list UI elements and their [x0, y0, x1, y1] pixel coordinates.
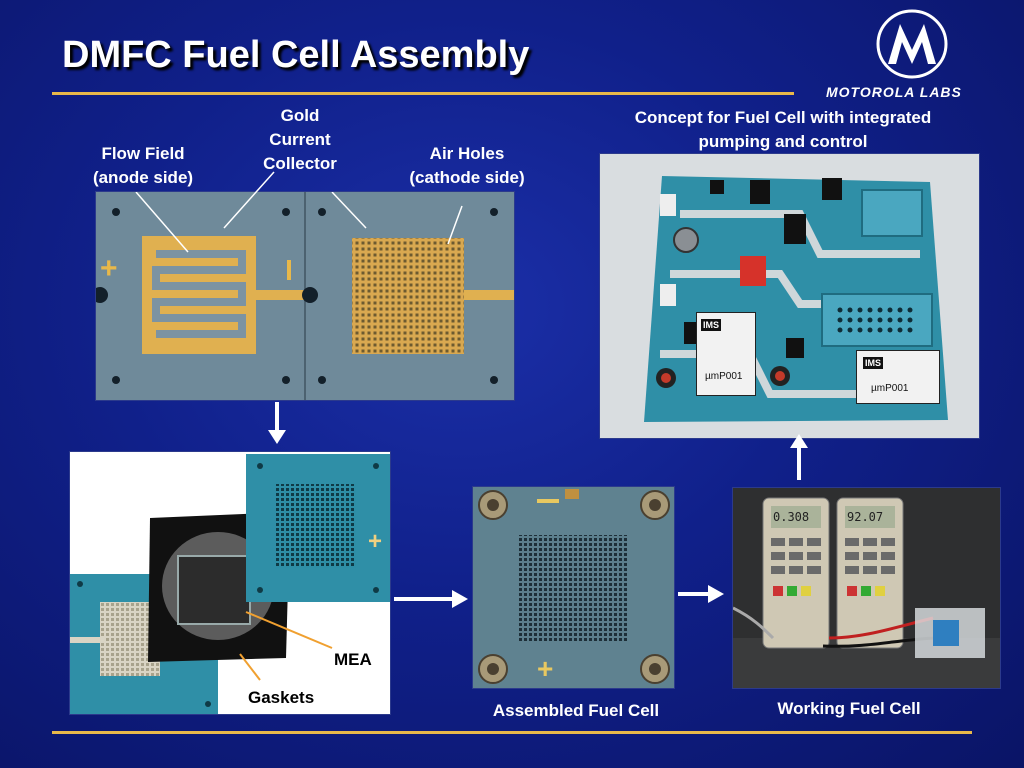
working-cell-photo: 0.308 92.07: [732, 487, 1001, 689]
concept-label-line2: pumping and control: [698, 132, 868, 151]
plate-minus-mark: [287, 260, 291, 280]
plates-photo: +: [95, 191, 515, 401]
motorola-logo-icon: [876, 9, 948, 79]
exploded-plus-mark: +: [368, 528, 383, 555]
chip-right-part: µmP001: [871, 383, 909, 394]
exploded-view-photo: + MEA Gaskets: [69, 451, 391, 715]
concept-board-photo: IMS µmP001 IMS µmP001: [599, 153, 980, 439]
bottom-rule: [52, 731, 972, 734]
concept-label-line1: Concept for Fuel Cell with integrated: [634, 108, 932, 127]
gold-pointer-icon: [223, 171, 275, 229]
right-arrow-icon-2: [678, 585, 724, 603]
plates-illustration: [96, 192, 514, 400]
working-label: Working Fuel Cell: [777, 699, 921, 718]
right-arrow-icon-1: [394, 590, 468, 608]
controller-chip-left: IMS µmP001: [696, 312, 756, 396]
meter-right-display: 92.07: [847, 510, 884, 524]
assembled-cell-photo: +: [472, 486, 675, 689]
assembled-cell-illustration: [473, 487, 674, 688]
meter-left-display: 0.308: [773, 510, 810, 524]
title-underline: [52, 92, 794, 95]
concept-label: Concept for Fuel Cell with integrated pu…: [602, 106, 964, 154]
flow-field-label-line2: (anode side): [92, 168, 194, 187]
working-cell-illustration: [733, 488, 1000, 688]
gold-collector-label-line1: Gold: [280, 106, 320, 125]
air-holes-label-line1: Air Holes: [429, 144, 505, 163]
gold-collector-label-line3: Collector: [263, 154, 337, 173]
mea-label: MEA: [334, 650, 372, 669]
plate-plus-mark: +: [100, 252, 118, 285]
chip-left-brand: IMS: [701, 319, 722, 331]
logo-text: MOTOROLA LABS: [826, 84, 962, 100]
assembled-label: Assembled Fuel Cell: [492, 701, 660, 720]
air-holes-label-line2: (cathode side): [409, 168, 525, 187]
flow-field-label: Flow Field (anode side): [80, 142, 206, 190]
assembled-plus-mark: +: [537, 653, 554, 684]
up-arrow-icon: [790, 434, 808, 480]
down-arrow-icon: [268, 402, 286, 444]
slide-title: DMFC Fuel Cell Assembly: [62, 34, 530, 76]
gold-collector-label: Gold Current Collector: [248, 104, 352, 176]
gaskets-label: Gaskets: [248, 688, 315, 707]
gold-collector-label-line2: Current: [269, 130, 331, 149]
chip-right-brand: IMS: [863, 357, 884, 369]
controller-chip-right: IMS µmP001: [856, 350, 940, 404]
exploded-view-illustration: [70, 452, 390, 714]
flow-field-label-line1: Flow Field: [101, 144, 185, 163]
chip-left-part: µmP001: [705, 371, 743, 382]
air-holes-label: Air Holes (cathode side): [396, 142, 538, 190]
